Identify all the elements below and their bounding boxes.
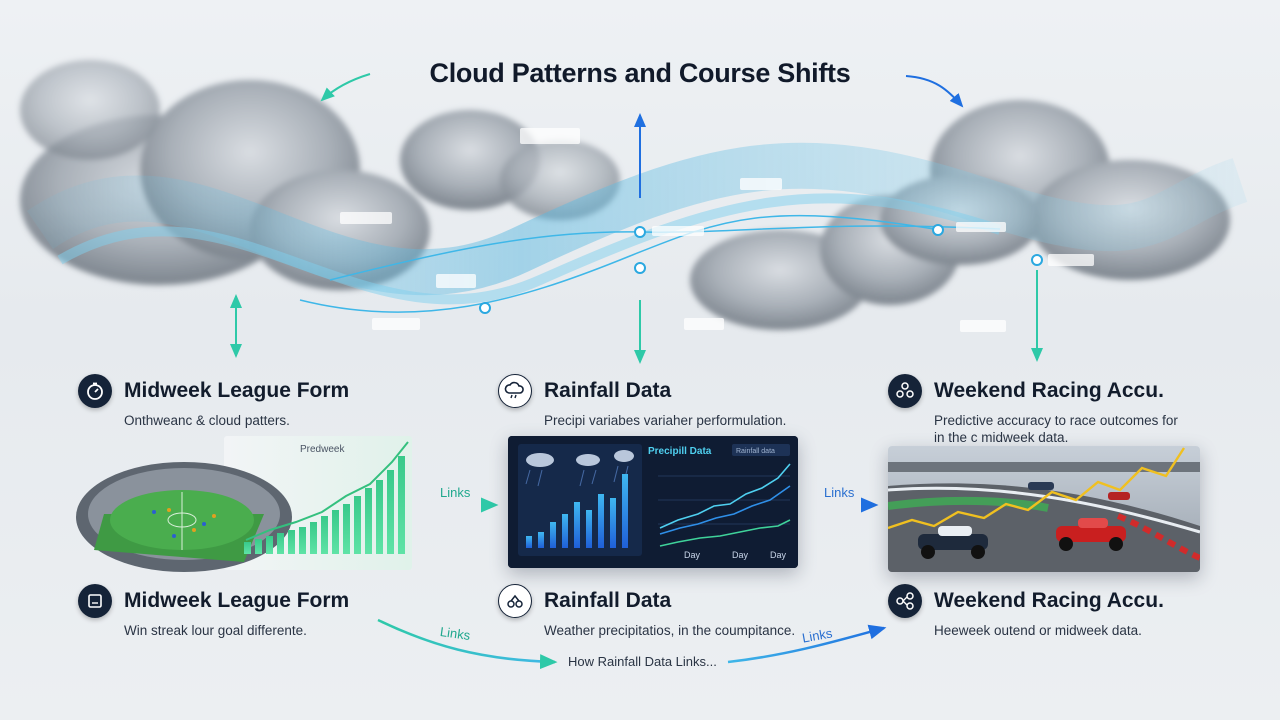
card-subtitle: Predictive accuracy to race outcomes for…	[934, 413, 1178, 445]
link-nodes-icon	[498, 584, 532, 618]
network-nodes-icon	[888, 374, 922, 408]
rain-panel-tag: Rainfall data	[736, 448, 775, 455]
link-label: Links	[440, 485, 471, 500]
precipitation-chart-panel: Precipill Data Rainfall data Day Day Day	[508, 436, 798, 568]
card-weekend-racing-top: Weekend Racing Accu. Predictive accuracy…	[888, 374, 1188, 446]
card-rainfall-data-bottom: Rainfall Data Weather precipitatios, in …	[498, 584, 818, 639]
network-nodes-icon	[888, 584, 922, 618]
card-subtitle: Precipi variabes variaher performulation…	[544, 413, 787, 428]
page-title: Cloud Patterns and Course Shifts	[429, 58, 851, 88]
card-rainfall-data-top: Rainfall Data Precipi variabes variaher …	[498, 374, 818, 429]
card-title: Rainfall Data	[544, 379, 672, 402]
card-midweek-league-form-bottom: Midweek League Form Win streak lour goal…	[78, 584, 408, 639]
card-subtitle: Win streak lour goal differente.	[124, 623, 307, 638]
card-subtitle: Heeweek outend or midweek data.	[934, 623, 1142, 638]
card-subtitle: Onthweanc & cloud patters.	[124, 413, 290, 428]
flow-caption: How Rainfall Data Links...	[568, 654, 717, 669]
stopwatch-icon	[78, 374, 112, 408]
rain-panel-title: Precipill Data	[648, 446, 712, 457]
tablet-icon	[78, 584, 112, 618]
cloud-band-illustration	[20, 60, 1248, 332]
card-midweek-league-form-top: Midweek League Form Onthweanc & cloud pa…	[78, 374, 408, 429]
card-title: Midweek League Form	[124, 379, 350, 402]
link-label: Links	[824, 485, 855, 500]
rain-cloud-icon	[498, 374, 532, 408]
day-tick-label: Day	[732, 550, 749, 560]
racing-track-panel	[888, 446, 1200, 572]
stadium-panel-label: Predweek	[300, 444, 345, 455]
card-title: Weekend Racing Accu.	[934, 379, 1164, 402]
card-title: Weekend Racing Accu.	[934, 589, 1164, 612]
card-subtitle: Weather precipitatios, in the coumpitanc…	[544, 623, 796, 638]
card-title: Midweek League Form	[124, 589, 350, 612]
day-tick-label: Day	[684, 550, 701, 560]
day-tick-label: Day	[770, 550, 787, 560]
card-title: Rainfall Data	[544, 589, 672, 612]
stadium-chart-panel: Predweek	[74, 432, 414, 580]
card-weekend-racing-bottom: Weekend Racing Accu. Heeweek outend or m…	[888, 584, 1188, 639]
